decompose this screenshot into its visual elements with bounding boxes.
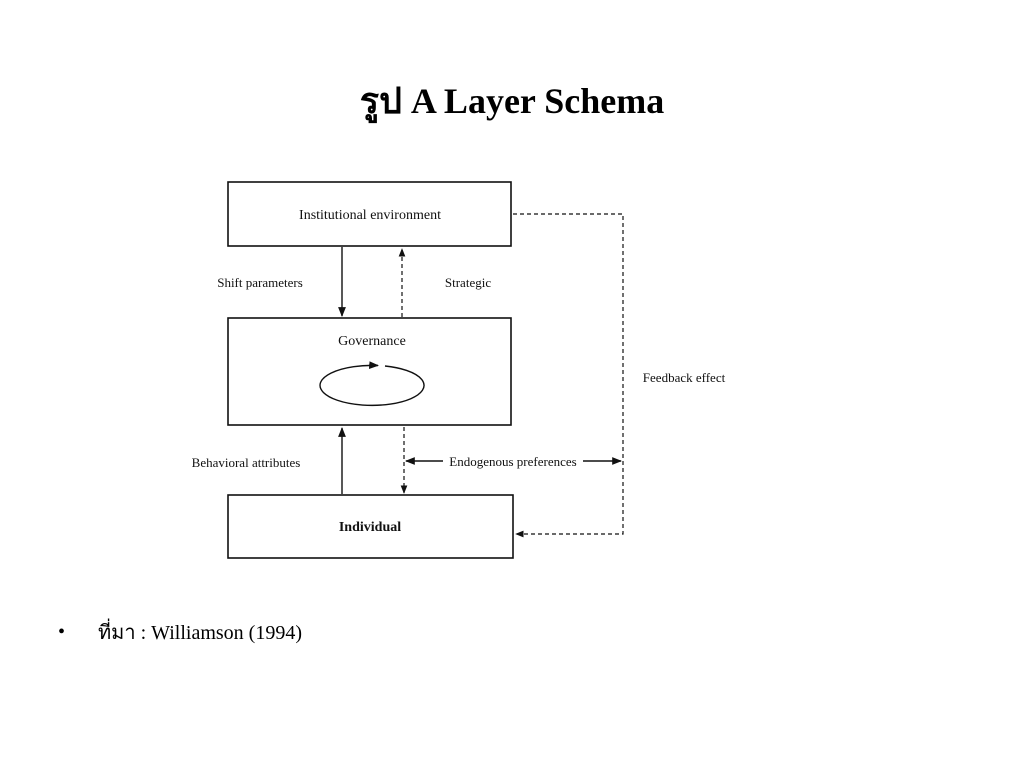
source-citation: • ที่มา : Williamson (1994) (58, 616, 302, 648)
governance-label: Governance (338, 334, 406, 349)
endogenous-preferences-label: Endogenous preferences (449, 454, 576, 469)
behavioral-attributes-label: Behavioral attributes (192, 455, 301, 470)
institutional-environment-box (227, 181, 512, 247)
governance-box (227, 317, 512, 426)
governance-cycle-icon (319, 361, 425, 407)
shift-parameters-label: Shift parameters (217, 275, 303, 290)
individual-label: Individual (339, 520, 401, 535)
individual-box (227, 494, 514, 559)
slide-title: รูป A Layer Schema (359, 81, 665, 121)
feedback-effect-arrow (513, 213, 624, 538)
institutional-environment-label: Institutional environment (299, 208, 441, 223)
bullet-icon: • (58, 620, 66, 643)
feedback-effect-label: Feedback effect (643, 370, 726, 385)
source-text: ที่มา : Williamson (1994) (98, 622, 302, 644)
strategic-label: Strategic (445, 275, 491, 290)
